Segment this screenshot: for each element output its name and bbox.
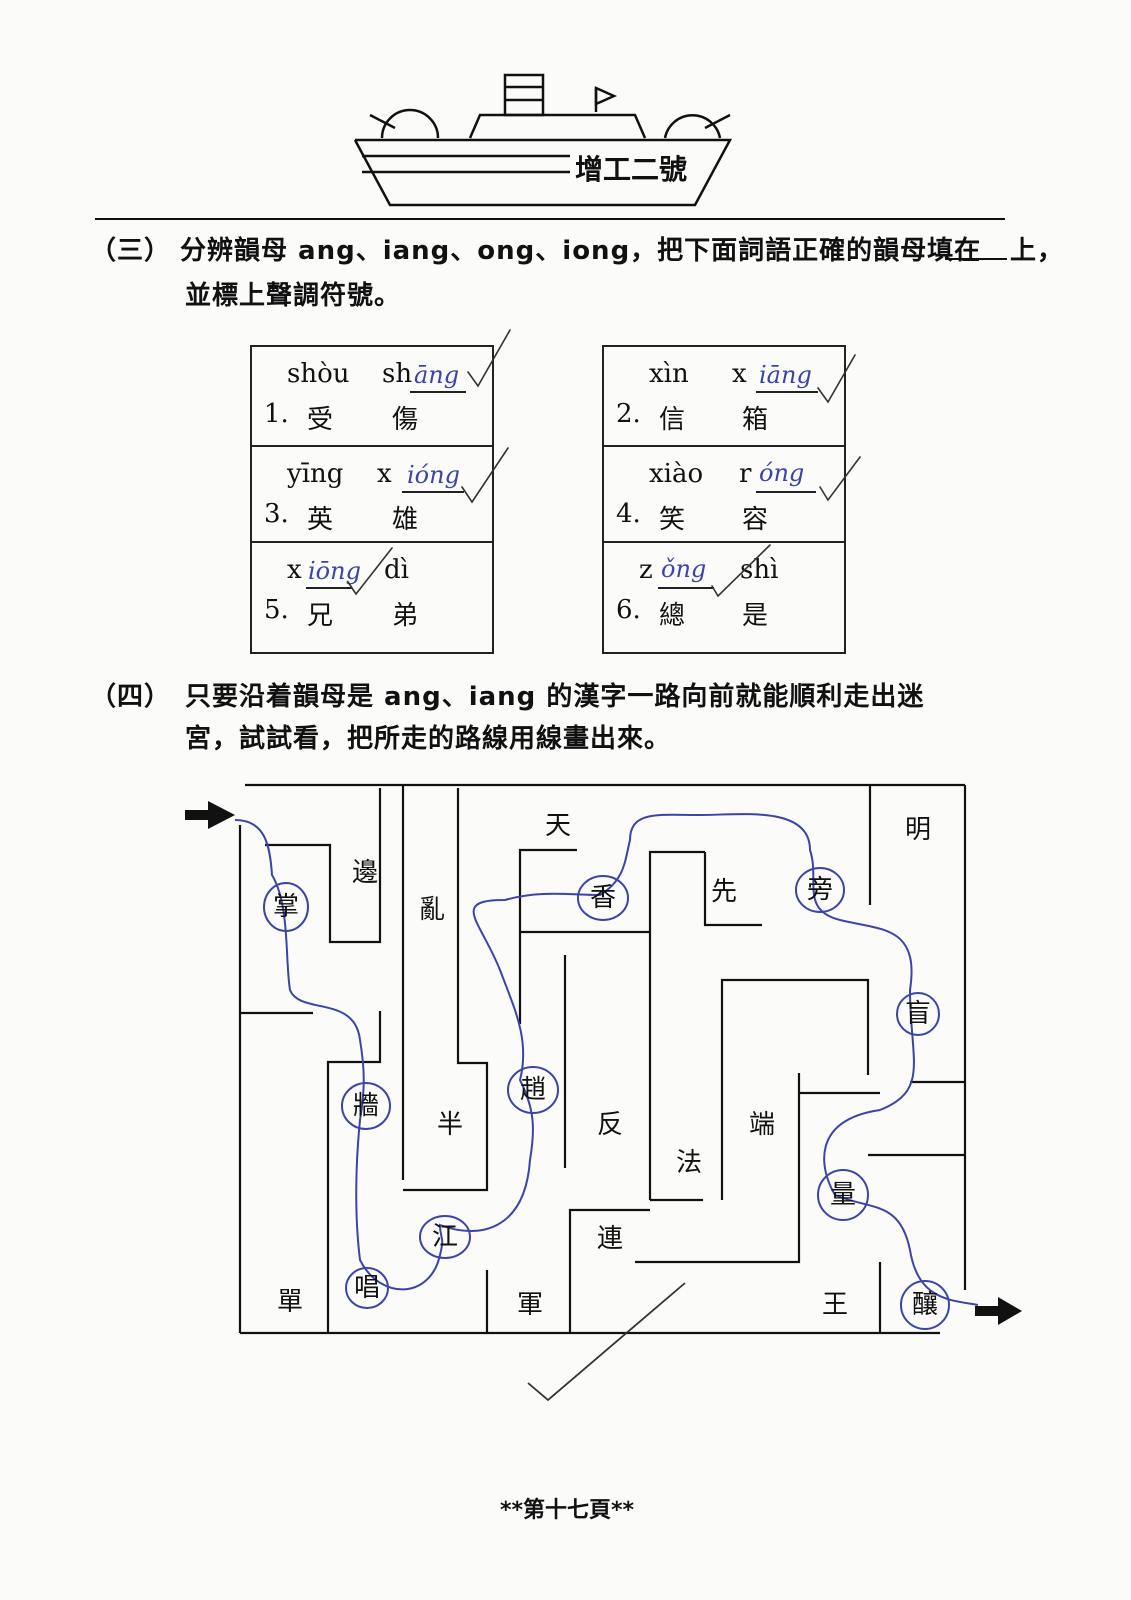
section3-instruction-line1: 分辨韻母 ang、iang、ong、iong，把下面詞語正確的韻母填在 — [180, 236, 982, 266]
item4-pinyin1: xiào — [649, 459, 704, 489]
item4-answer: óng — [759, 459, 805, 487]
item6-blank[interactable] — [658, 587, 714, 589]
section3-answer-blank — [945, 258, 1007, 260]
table-row: yīng x ióng 3. 英 雄 — [252, 445, 492, 543]
item1-pinyin1: shòu — [287, 359, 350, 389]
maze-char-wang: 王 — [821, 1290, 848, 1320]
item6-word1: 總 — [659, 601, 686, 631]
item4-word1: 笑 — [659, 505, 686, 535]
item3-pinyin2-prefix: x — [377, 459, 392, 489]
maze-char-pang[interactable]: 旁 — [806, 875, 833, 905]
maze-char-qiang[interactable]: 牆 — [352, 1091, 379, 1121]
maze-char-niang[interactable]: 釀 — [911, 1290, 938, 1320]
item6-word2: 是 — [742, 601, 769, 631]
maze-char-mang[interactable]: 盲 — [904, 999, 931, 1029]
maze-char-chang[interactable]: 唱 — [353, 1273, 380, 1303]
item6-number: 6. — [616, 595, 641, 625]
check-mark-6 — [711, 544, 771, 598]
section4-instruction-line1: 只要沿着韻母是 ang、iang 的漢字一路向前就能順利走出迷 — [185, 682, 925, 712]
check-mark-4 — [819, 456, 861, 502]
table-row: shòu sh āng 1. 受 傷 — [252, 347, 492, 447]
table-row: xìn x iāng 2. 信 箱 — [604, 347, 844, 447]
item2-pinyin2-prefix: x — [732, 359, 747, 389]
section4-instruction-line2: 宮，試試看，把所走的路線用線畫出來。 — [185, 724, 672, 754]
item3-number: 3. — [264, 499, 289, 529]
item5-word2: 弟 — [392, 601, 419, 631]
item1-pinyin2-prefix: sh — [382, 359, 413, 389]
check-mark-1 — [467, 329, 511, 388]
item3-blank[interactable] — [402, 491, 464, 493]
item1-word2: 傷 — [392, 405, 419, 435]
item5-word1: 兄 — [307, 601, 334, 631]
item3-answer: ióng — [407, 461, 460, 489]
maze-char-ming: 明 — [904, 815, 931, 845]
boat-name: 增工二號 — [575, 153, 688, 186]
table-check-marks — [347, 329, 861, 598]
check-mark-2 — [817, 354, 856, 404]
maze-char-zhao[interactable]: 趙 — [519, 1075, 546, 1105]
item5-pinyin1-prefix: x — [287, 555, 302, 585]
boat-logo — [353, 73, 733, 207]
maze-char-luan: 亂 — [418, 895, 445, 925]
item3-pinyin1: yīng — [287, 459, 344, 489]
item1-answer: āng — [414, 361, 460, 389]
item5-blank[interactable] — [306, 587, 352, 589]
maze-char-xiang[interactable]: 香 — [589, 883, 616, 913]
item4-number: 4. — [616, 499, 641, 529]
item4-blank[interactable] — [756, 491, 816, 493]
maze-char-jiang[interactable]: 江 — [431, 1222, 458, 1252]
maze-char-ban: 半 — [436, 1110, 463, 1140]
item2-answer: iāng — [759, 361, 812, 389]
check-mark-3 — [461, 447, 509, 504]
item2-word2: 箱 — [742, 405, 769, 435]
item3-word2: 雄 — [392, 505, 419, 535]
item4-pinyin2-prefix: r — [739, 459, 752, 489]
section3-number: （三） — [90, 236, 172, 266]
maze-char-bian: 邊 — [351, 858, 378, 888]
pinyin-table-right: xìn x iāng 2. 信 箱 xiào r óng 4. 笑 容 z ǒn… — [602, 345, 846, 654]
item2-blank[interactable] — [756, 391, 818, 393]
page-number: **第十七頁** — [500, 1498, 635, 1523]
table-row: x iōng dì 5. 兄 弟 — [252, 541, 492, 651]
item5-answer: iōng — [308, 557, 361, 585]
maze-char-dan: 單 — [276, 1287, 303, 1317]
item6-pinyin2: shì — [740, 555, 779, 585]
section4-number: （四） — [90, 682, 172, 712]
section3-instruction-line1-end: 上， — [1010, 236, 1065, 266]
item1-blank[interactable] — [410, 391, 466, 393]
item6-pinyin1-prefix: z — [639, 555, 653, 585]
maze-char-jun: 軍 — [516, 1290, 543, 1320]
maze-exit-arrow — [975, 1297, 1022, 1325]
maze-char-zhang[interactable]: 掌 — [272, 892, 299, 922]
maze-char-liang[interactable]: 量 — [829, 1180, 856, 1210]
item2-pinyin1: xìn — [649, 359, 689, 389]
item4-word2: 容 — [742, 505, 769, 535]
pinyin-table-left: shòu sh āng 1. 受 傷 yīng x ióng 3. 英 雄 x … — [250, 345, 494, 654]
item1-word1: 受 — [307, 405, 334, 435]
table-row: z ǒng shì 6. 總 是 — [604, 541, 844, 651]
section3-instruction-line2: 並標上聲調符號。 — [185, 281, 402, 311]
maze-entry-arrow — [185, 801, 235, 829]
item2-number: 2. — [616, 399, 641, 429]
item1-number: 1. — [264, 399, 289, 429]
table-row: xiào r óng 4. 笑 容 — [604, 445, 844, 543]
item5-pinyin2: dì — [384, 555, 409, 585]
maze-char-xian: 先 — [710, 877, 737, 907]
maze-char-fa: 法 — [675, 1148, 702, 1178]
item3-word1: 英 — [307, 505, 334, 535]
header-divider — [95, 218, 1005, 220]
big-check-mark — [527, 1282, 686, 1402]
check-mark-5 — [347, 547, 393, 596]
maze-char-duan: 端 — [748, 1110, 775, 1140]
maze-char-lian: 連 — [596, 1224, 623, 1254]
maze-char-fan: 反 — [596, 1110, 623, 1140]
maze-solution-path — [234, 813, 979, 1306]
maze-char-tian: 天 — [544, 811, 571, 841]
item2-word1: 信 — [659, 405, 686, 435]
item6-answer: ǒng — [661, 555, 707, 583]
maze-solution-circles — [263, 867, 950, 1330]
item5-number: 5. — [264, 595, 289, 625]
